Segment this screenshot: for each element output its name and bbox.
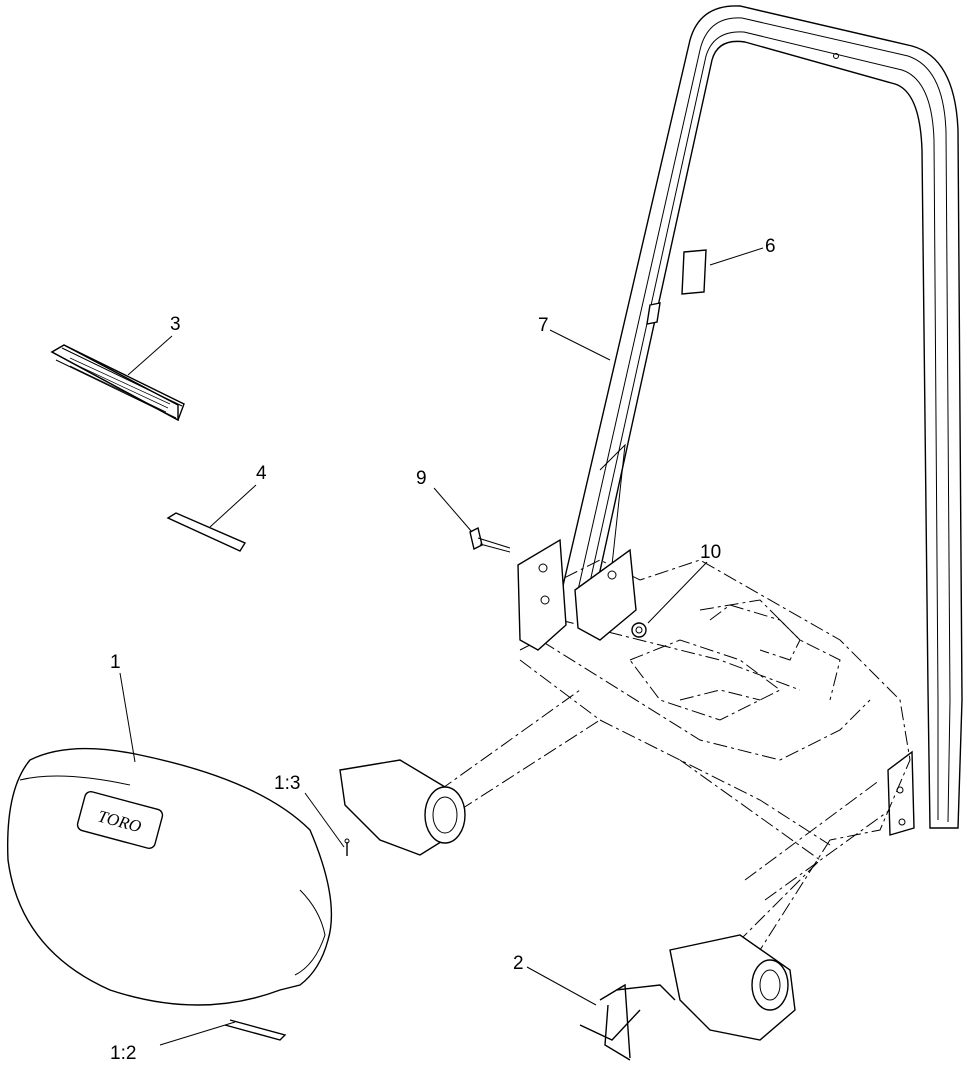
callout-6: 6 [765,236,776,257]
pin-small [344,838,350,856]
decal-strip [166,512,247,552]
callout-labels: 1 1:2 1:3 2 3 4 6 7 9 10 [110,236,776,1064]
latch-pin [579,983,676,1061]
frame-assembly [339,538,911,1041]
roll-bar [561,5,963,836]
callout-3: 3 [170,314,181,335]
callout-1-3: 1:3 [274,773,300,794]
nut [631,622,647,638]
callout-2: 2 [513,953,524,974]
callout-4: 4 [256,463,267,484]
callout-1: 1 [110,652,121,673]
bolt [469,526,511,553]
callout-10: 10 [700,542,721,563]
callout-9: 9 [416,468,427,489]
callout-7: 7 [538,315,549,336]
seat-cover: TORO [6,747,333,1041]
leader-lines [119,247,764,1046]
callout-1-2: 1:2 [110,1043,136,1064]
decal-pack [50,344,185,422]
